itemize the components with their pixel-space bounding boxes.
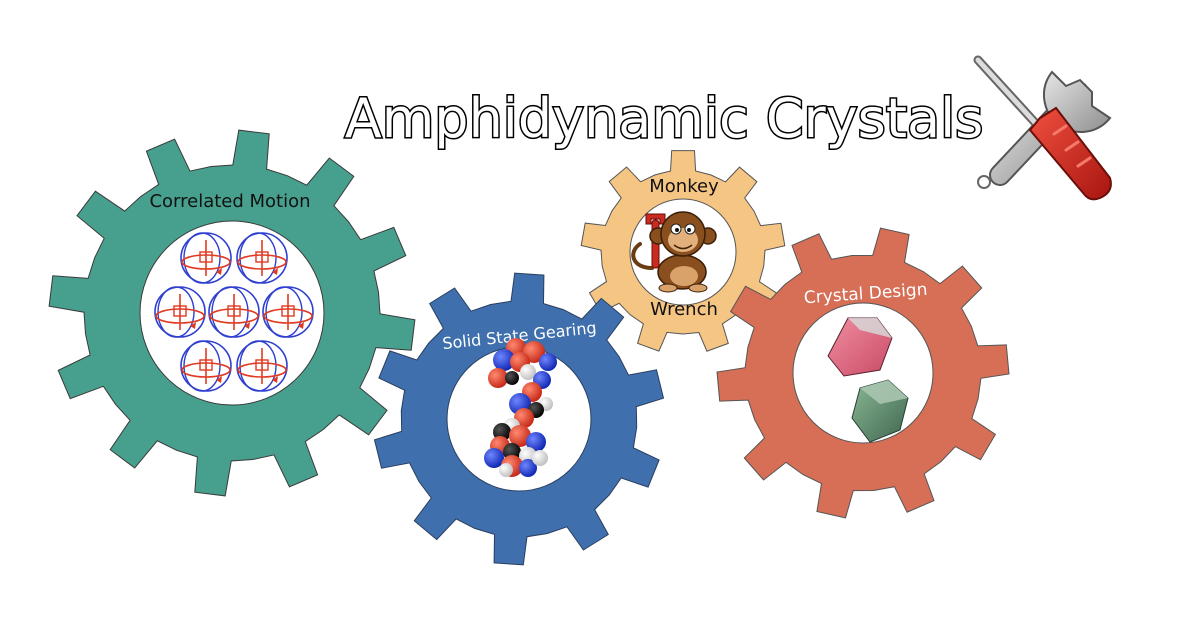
gear-label-bottom: Wrench bbox=[650, 299, 718, 320]
gear-label-top: Monkey bbox=[649, 176, 719, 197]
rotor-icon bbox=[236, 340, 288, 392]
gear-correlated-motion: Correlated Motion bbox=[48, 129, 416, 497]
monkey-icon bbox=[631, 211, 717, 293]
atom-white bbox=[499, 463, 513, 477]
monkey-foot-right bbox=[688, 283, 708, 293]
crystal-icon bbox=[827, 317, 909, 443]
monkey-foot-left bbox=[658, 283, 678, 293]
atom-white bbox=[532, 450, 548, 466]
rotor-icon bbox=[262, 286, 314, 338]
monkey-belly bbox=[670, 266, 698, 286]
atom-red bbox=[488, 368, 508, 388]
atom-blue bbox=[493, 349, 515, 371]
atom-red bbox=[509, 425, 531, 447]
monkey-pupil-left bbox=[675, 228, 679, 232]
molecule-icon bbox=[484, 338, 557, 477]
tools-icon bbox=[973, 55, 1112, 201]
atom-blue bbox=[539, 353, 557, 371]
rotor-array bbox=[154, 232, 314, 392]
rotor-icon bbox=[154, 286, 206, 338]
gear-hub bbox=[139, 220, 325, 406]
page-title: Amphidynamic Crystals bbox=[345, 87, 983, 150]
atom-black bbox=[505, 371, 519, 385]
monkey-mouth bbox=[673, 244, 693, 250]
rotor-icon bbox=[236, 232, 288, 284]
rotor-icon bbox=[208, 286, 260, 338]
rotor-icon bbox=[180, 232, 232, 284]
rotor-icon bbox=[180, 340, 232, 392]
atom-blue bbox=[519, 459, 537, 477]
monkey-pupil-right bbox=[687, 228, 691, 232]
atom-blue bbox=[526, 432, 546, 452]
atom-blue bbox=[484, 448, 504, 468]
crystal-pink-facet bbox=[848, 318, 892, 338]
gear-label: Correlated Motion bbox=[149, 191, 310, 212]
atom-white bbox=[520, 364, 536, 380]
monkey-tail bbox=[631, 242, 654, 270]
screwdriver-icon bbox=[973, 55, 1112, 201]
wrench-jaw bbox=[645, 213, 666, 225]
crystal-green-facet bbox=[860, 380, 908, 404]
